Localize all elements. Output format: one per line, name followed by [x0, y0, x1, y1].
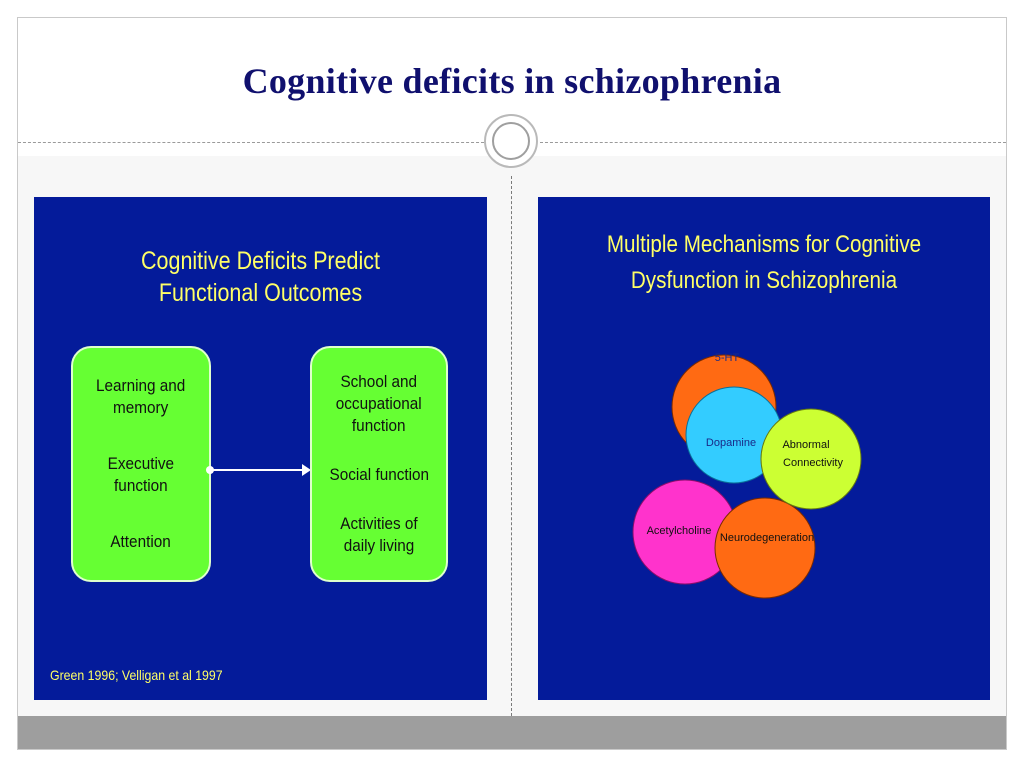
circle-neurodegeneration	[714, 497, 816, 599]
arrow-line	[210, 469, 306, 471]
mechanisms-venn-diagram: 5-HT Dopamine Abnormal Connectivity Acet…	[632, 352, 862, 599]
cognitive-domains-box: Learning and memory Executive function A…	[71, 346, 211, 582]
label-5ht: 5-HT	[715, 352, 740, 364]
label-connectivity: Connectivity	[783, 457, 843, 469]
school-occupational-label: School and occupational function	[336, 372, 422, 436]
left-image-panel: Cognitive Deficits Predict Functional Ou…	[34, 197, 487, 700]
citation: Green 1996; Velligan et al 1997	[50, 667, 223, 683]
learning-memory-label: Learning and memory	[96, 376, 186, 417]
left-panel-title-line2: Functional Outcomes	[158, 279, 363, 307]
functional-outcomes-box: School and occupational function Social …	[310, 346, 448, 582]
arrow-right-icon	[302, 464, 311, 476]
right-panel-title-line1: Multiple Mechanisms for Cognitive	[606, 231, 922, 258]
label-neurodegeneration: Neurodegeneration	[720, 532, 814, 544]
attention-label: Attention	[110, 532, 172, 551]
slide-title: Cognitive deficits in schizophrenia	[242, 61, 782, 101]
right-image-panel: Multiple Mechanisms for Cognitive Dysfun…	[538, 197, 990, 700]
left-panel-title-line1: Cognitive Deficits Predict	[141, 247, 380, 275]
footer-bar	[18, 716, 1006, 749]
executive-function-label: Executive function	[107, 454, 175, 495]
label-abnormal: Abnormal	[782, 439, 829, 451]
label-dopamine: Dopamine	[706, 437, 756, 449]
social-function-label: Social function	[329, 464, 429, 484]
right-panel-title-line2: Dysfunction in Schizophrenia	[630, 267, 898, 294]
right-panel-title: Multiple Mechanisms for Cognitive Dysfun…	[570, 227, 959, 299]
center-divider	[511, 176, 512, 716]
circle-abnormal-connectivity	[760, 408, 862, 510]
label-acetylcholine: Acetylcholine	[647, 525, 712, 537]
ring-ornament-icon	[484, 114, 538, 168]
daily-living-label: Activities of daily living	[340, 513, 418, 555]
header-divider-right	[540, 142, 1006, 143]
header-divider-left	[18, 142, 484, 143]
left-panel-title: Cognitive Deficits Predict Functional Ou…	[66, 245, 456, 309]
